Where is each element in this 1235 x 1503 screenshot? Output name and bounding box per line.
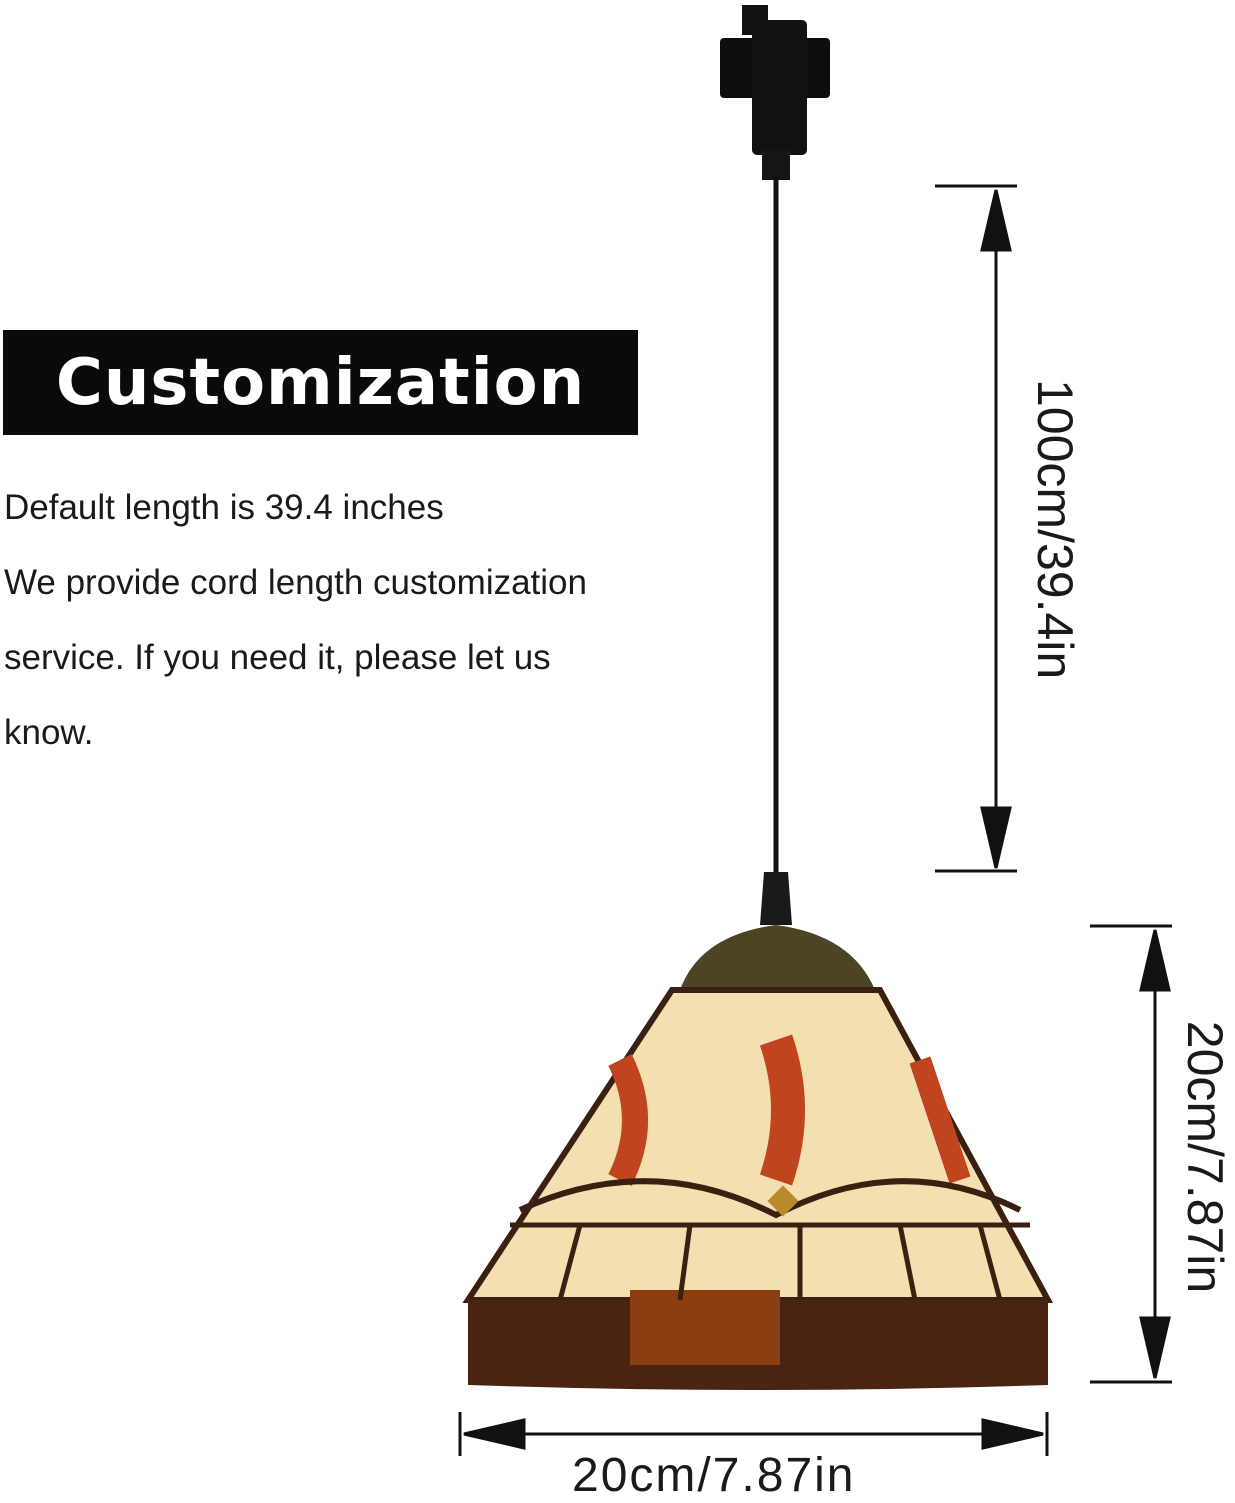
- lamp-shade: [462, 987, 1054, 1390]
- description-line: Default length is 39.4 inches: [4, 488, 444, 527]
- shade-height-dimension: [1090, 924, 1172, 1384]
- shade-width-label: 20cm/7.87in: [572, 1449, 856, 1502]
- cord-length-dimension: [935, 184, 1017, 873]
- shade-cap: [680, 925, 875, 990]
- description-line: service. If you need it, please let us: [4, 638, 551, 677]
- shade-width-dimension: [458, 1412, 1049, 1456]
- banner-title: Customization: [55, 345, 586, 420]
- description-line: We provide cord length customization: [4, 563, 587, 602]
- description-line: know.: [4, 713, 94, 752]
- cord-grip: [760, 872, 792, 925]
- track-adapter: [720, 5, 830, 180]
- description-text: Default length is 39.4 inches We provide…: [4, 470, 734, 770]
- customization-banner: Customization: [3, 330, 638, 435]
- cord-length-label: 100cm/39.4in: [1027, 379, 1083, 680]
- shade-height-label: 20cm/7.87in: [1177, 1020, 1233, 1294]
